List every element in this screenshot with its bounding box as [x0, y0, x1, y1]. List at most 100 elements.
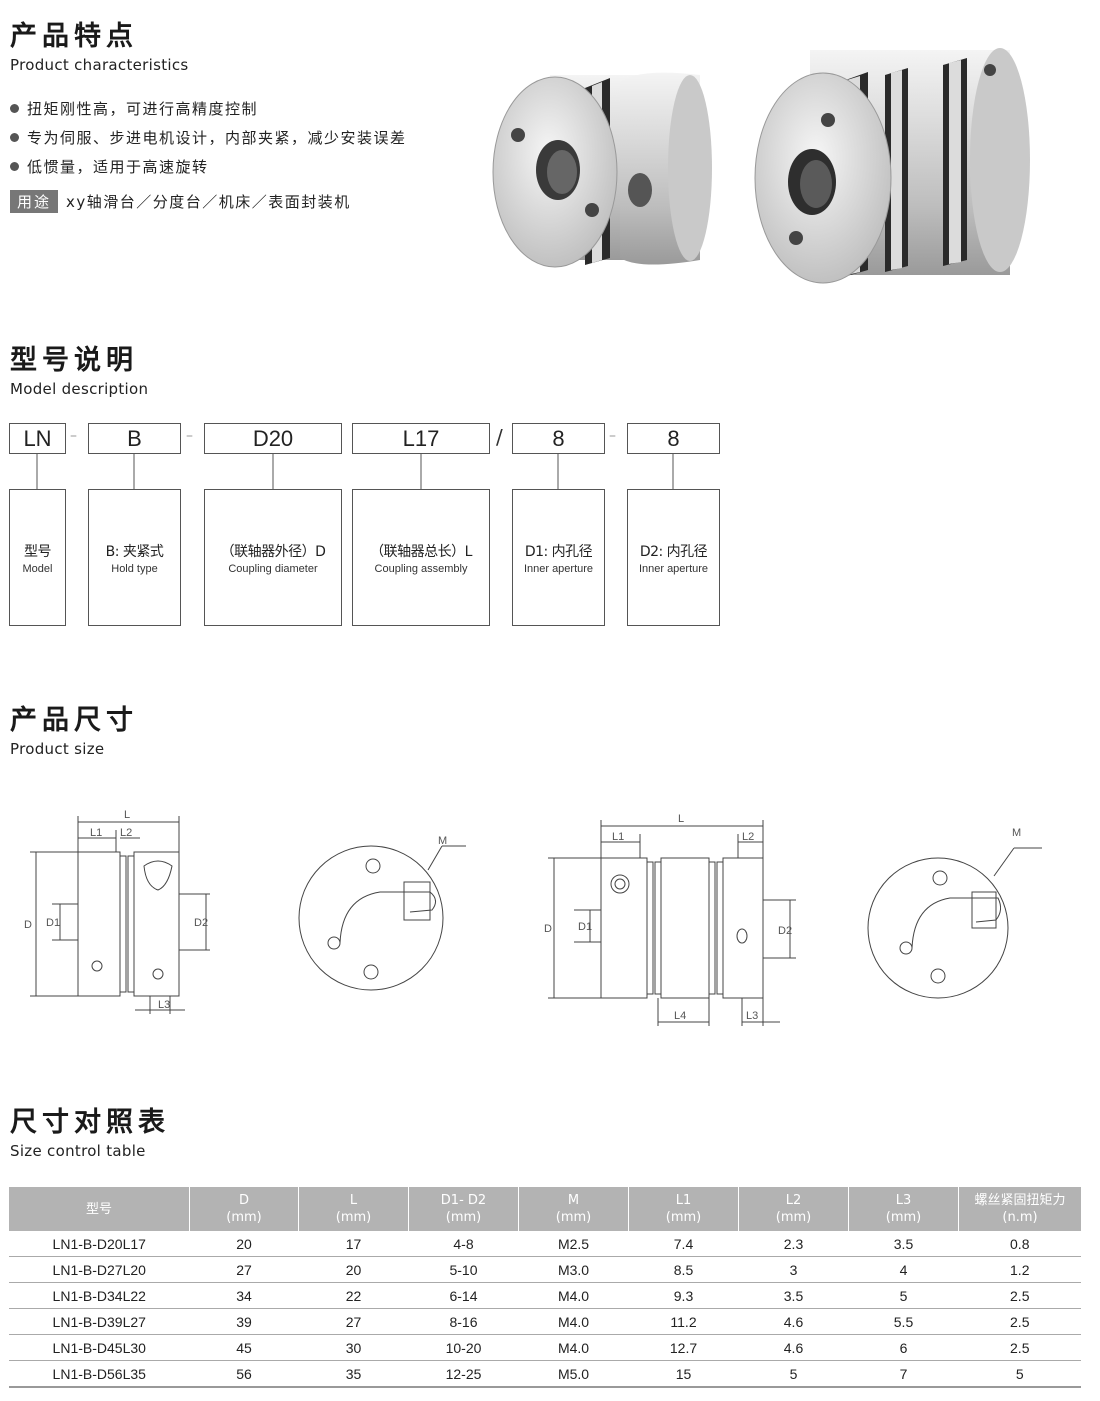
table-cell: 4.6 — [738, 1334, 849, 1361]
bullet-dot-icon — [10, 133, 19, 142]
table-cell: 10-20 — [408, 1334, 519, 1361]
table-title-cn: 尺寸对照表 — [10, 1107, 170, 1138]
header-m: M(mm) — [518, 1187, 629, 1231]
table-title-en: Size control table — [10, 1142, 146, 1160]
table-cell: 2.3 — [738, 1231, 849, 1257]
table-cell: 6 — [848, 1334, 959, 1361]
usage-row: 用途 xy轴滑台／分度台／机床／表面封装机 — [10, 190, 351, 213]
bullet-dot-icon — [10, 162, 19, 171]
table-cell: 20 — [298, 1256, 409, 1283]
features-title-en: Product characteristics — [10, 56, 189, 74]
model-desc-d2: D2: 内孔径 Inner aperture — [627, 489, 720, 626]
model-desc-type: B: 夹紧式 Hold type — [88, 489, 181, 626]
dim-label-M: M — [1012, 827, 1021, 839]
table-cell: 35 — [298, 1360, 409, 1388]
dim-label-D: D — [24, 919, 32, 931]
model-connectors — [36, 454, 674, 489]
table-header-row: 型号 D(mm) L(mm) D1- D2(mm) M(mm) L1(mm) L… — [9, 1187, 1081, 1231]
header-model: 型号 — [9, 1187, 190, 1231]
dim-label-M: M — [438, 835, 447, 847]
table-cell: 12.7 — [628, 1334, 739, 1361]
table-cell: 4-8 — [408, 1231, 519, 1257]
table-cell: 12-25 — [408, 1360, 519, 1388]
cell-model: LN1-B-D39L27 — [9, 1308, 190, 1335]
features-title-cn: 产品特点 — [10, 21, 138, 52]
feature-bullet: 扭矩刚性高，可进行高精度控制 — [10, 98, 258, 119]
side-view-long — [548, 820, 796, 1026]
table-cell: 5-10 — [408, 1256, 519, 1283]
dim-label-L: L — [678, 813, 684, 825]
size-title-en: Product size — [10, 740, 105, 758]
table-cell: 34 — [189, 1282, 299, 1309]
separator-slash: / — [496, 425, 503, 449]
header-l: L(mm) — [298, 1187, 409, 1231]
size-title-cn: 产品尺寸 — [10, 705, 138, 736]
dim-label-D: D — [544, 923, 552, 935]
table-cell: 56 — [189, 1360, 299, 1388]
table-cell: 8-16 — [408, 1308, 519, 1335]
table-cell: 2.5 — [958, 1282, 1081, 1309]
model-code-d2: 8 — [627, 423, 720, 454]
bullet-dot-icon — [10, 104, 19, 113]
model-title-cn: 型号说明 — [10, 345, 138, 376]
dim-label-L1: L1 — [612, 831, 624, 843]
dim-label-D2: D2 — [778, 925, 792, 937]
separator-dash: – — [609, 428, 616, 444]
model-code-diameter: D20 — [204, 423, 342, 454]
header-l2: L2(mm) — [738, 1187, 849, 1231]
header-d1-d2: D1- D2(mm) — [408, 1187, 519, 1231]
table-cell: 39 — [189, 1308, 299, 1335]
table-cell: 27 — [298, 1308, 409, 1335]
header-d: D(mm) — [189, 1187, 299, 1231]
table-cell: 5 — [738, 1360, 849, 1388]
model-desc-length: （联轴器总长）L Coupling assembly — [352, 489, 490, 626]
cell-model: LN1-B-D27L20 — [9, 1256, 190, 1283]
end-view-small — [298, 845, 466, 991]
separator-dash: – — [186, 428, 193, 444]
table-cell: 9.3 — [628, 1282, 739, 1309]
table-cell: 45 — [189, 1334, 299, 1361]
cell-model: LN1-B-D20L17 — [9, 1231, 190, 1257]
table-cell: M4.0 — [518, 1282, 629, 1309]
dim-label-L2: L2 — [742, 831, 754, 843]
table-cell: 15 — [628, 1360, 739, 1388]
model-code-d1: 8 — [512, 423, 605, 454]
dim-label-L2: L2 — [120, 827, 132, 839]
header-l3: L3(mm) — [848, 1187, 959, 1231]
table-cell: 5 — [958, 1360, 1081, 1388]
dim-label-L3: L3 — [158, 999, 170, 1011]
table-cell: M2.5 — [518, 1231, 629, 1257]
dim-label-L3: L3 — [746, 1010, 758, 1022]
table-cell: 17 — [298, 1231, 409, 1257]
usage-tag: 用途 — [10, 190, 59, 213]
dim-label-L1: L1 — [90, 827, 102, 839]
table-cell: 3.5 — [848, 1231, 959, 1257]
dim-label-D2: D2 — [194, 917, 208, 929]
table-cell: M4.0 — [518, 1308, 629, 1335]
table-cell: 22 — [298, 1282, 409, 1309]
dim-label-D1: D1 — [578, 921, 592, 933]
model-code-type: B — [88, 423, 181, 454]
product-photo — [492, 48, 1030, 284]
table-cell: 7.4 — [628, 1231, 739, 1257]
side-view-small — [30, 816, 210, 1014]
model-title-en: Model description — [10, 380, 149, 398]
table-cell: 27 — [189, 1256, 299, 1283]
dimension-drawings: L L1 L2 D D1 D2 L3 M L L1 L2 D D1 D2 L4 … — [24, 809, 1042, 1026]
model-code-length: L17 — [352, 423, 490, 454]
model-desc-diameter: （联轴器外径）D Coupling diameter — [204, 489, 342, 626]
feature-text: 低惯量，适用于高速旋转 — [27, 158, 209, 176]
table-cell: 5 — [848, 1282, 959, 1309]
dim-label-D1: D1 — [46, 917, 60, 929]
separator-dash: – — [70, 428, 77, 444]
table-cell: 30 — [298, 1334, 409, 1361]
feature-bullet: 低惯量，适用于高速旋转 — [10, 156, 209, 177]
cell-model: LN1-B-D45L30 — [9, 1334, 190, 1361]
dim-label-L4: L4 — [674, 1010, 686, 1022]
table-cell: 3.5 — [738, 1282, 849, 1309]
table-cell: M4.0 — [518, 1334, 629, 1361]
table-cell: 7 — [848, 1360, 959, 1388]
